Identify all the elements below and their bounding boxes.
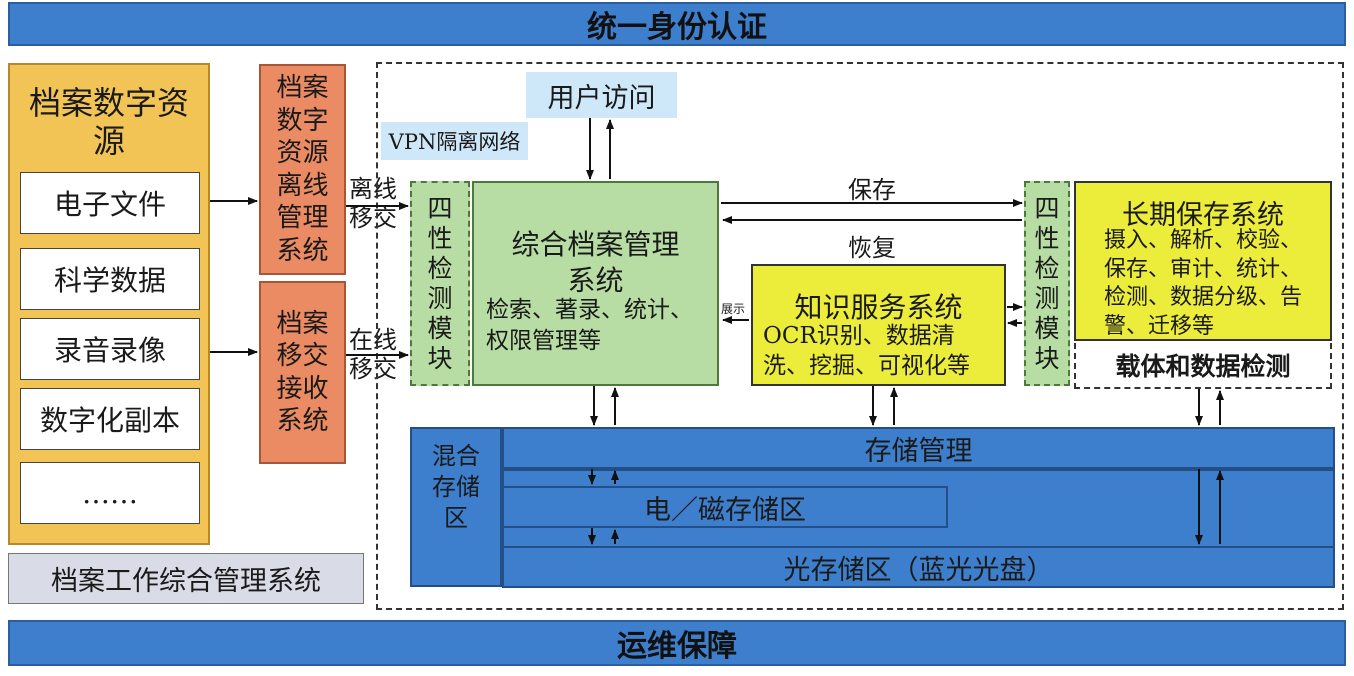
- hybrid-storage-area: 混合存储区: [410, 427, 502, 587]
- source-panel: 档案数字资源 电子文件 科学数据 录音录像 数字化副本 ……: [8, 63, 210, 545]
- long-term-preservation-system-desc: 摄入、解析、校验、保存、审计、统计、检测、数据分级、告警、迁移等: [1104, 228, 1303, 339]
- offline-management-system: 档案数字资源离线管理系统: [259, 64, 346, 275]
- display-label: 展示: [721, 302, 746, 316]
- source-item-audio-video: 录音录像: [20, 318, 200, 380]
- check-module-left-label: 四性检测模块: [427, 193, 453, 373]
- optical-storage-label: 光存储区（蓝光光盘）: [783, 554, 1054, 586]
- long-term-preservation-system: 长期保存系统 摄入、解析、校验、保存、审计、统计、检测、数据分级、告警、迁移等: [1074, 181, 1332, 341]
- carrier-data-check-label: 载体和数据检测: [1115, 352, 1291, 381]
- online-transfer-label: 在线移交: [349, 326, 397, 383]
- offline-management-system-label: 档案数字资源离线管理系统: [276, 73, 329, 266]
- electromagnetic-storage-area: 电／磁存储区: [502, 486, 948, 528]
- hybrid-storage-label: 混合存储区: [432, 442, 480, 533]
- carrier-data-check: 载体和数据检测: [1074, 343, 1332, 389]
- storage-management: 存储管理: [502, 427, 1335, 469]
- user-access-label: 用户访问: [547, 82, 656, 114]
- restore-label: 恢复: [848, 234, 896, 262]
- storage-management-label: 存储管理: [864, 435, 973, 467]
- source-item-more: ……: [20, 462, 200, 524]
- user-access-box: 用户访问: [526, 72, 677, 118]
- four-property-check-module-right: 四性检测模块: [1024, 181, 1070, 386]
- top-banner: 统一身份认证: [8, 2, 1346, 46]
- archive-management-system: 档案工作综合管理系统: [8, 553, 364, 604]
- check-module-right-label: 四性检测模块: [1034, 193, 1060, 373]
- knowledge-service-system: 知识服务系统 OCR识别、数据清洗、挖掘、可视化等: [751, 264, 1006, 386]
- save-label: 保存: [848, 176, 896, 204]
- bottom-banner-label: 运维保障: [617, 629, 737, 664]
- source-item-digitized-copies: 数字化副本: [20, 388, 200, 450]
- transfer-receiving-system: 档案移交接收系统: [259, 281, 346, 464]
- bottom-banner: 运维保障: [8, 620, 1346, 666]
- offline-transfer-label: 离线移交: [349, 175, 397, 232]
- system-boundary: [376, 62, 1344, 610]
- source-item-electronic-files: 电子文件: [20, 172, 200, 234]
- knowledge-service-system-desc: OCR识别、数据清洗、挖掘、可视化等: [763, 323, 970, 379]
- top-banner-label: 统一身份认证: [587, 10, 767, 45]
- long-term-preservation-system-title: 长期保存系统: [1122, 200, 1284, 231]
- archive-management-system-label: 档案工作综合管理系统: [51, 566, 321, 597]
- vpn-box: VPN隔离网络: [381, 122, 528, 160]
- source-item-scientific-data: 科学数据: [20, 248, 200, 310]
- source-panel-title: 档案数字资源: [28, 83, 189, 160]
- four-property-check-module-left: 四性检测模块: [410, 181, 470, 386]
- optical-storage-area: 光存储区（蓝光光盘）: [502, 546, 1335, 588]
- electromagnetic-storage-label: 电／磁存储区: [644, 494, 806, 526]
- integrated-archive-system-title: 综合档案管理系统: [511, 228, 680, 298]
- vpn-label: VPN隔离网络: [388, 130, 521, 154]
- transfer-receiving-system-label: 档案移交接收系统: [276, 308, 329, 437]
- integrated-archive-system: 综合档案管理系统 检索、著录、统计、权限管理等: [472, 181, 719, 386]
- knowledge-service-system-title: 知识服务系统: [794, 291, 963, 324]
- integrated-archive-system-desc: 检索、著录、统计、权限管理等: [486, 297, 693, 355]
